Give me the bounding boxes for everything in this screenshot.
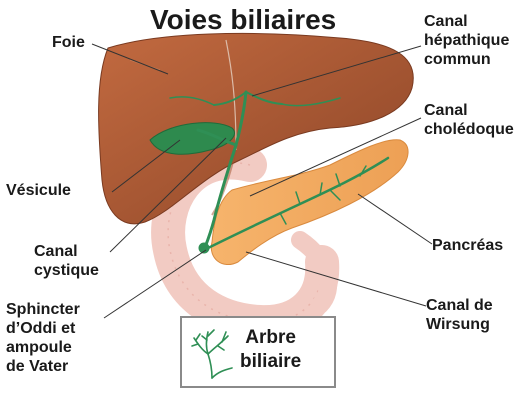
label-vesicule: Vésicule <box>6 182 71 199</box>
label-foie: Foie <box>52 34 85 51</box>
leader-sphincter <box>103 249 207 319</box>
label-canal-wirsung: Canal de Wirsung <box>426 297 493 333</box>
leader-vesicule <box>111 139 181 193</box>
leader-pancreas <box>357 193 433 245</box>
legend-box: Arbre biliaire <box>180 316 336 388</box>
label-canal-choledoque: Canal cholédoque <box>424 102 514 138</box>
leader-lines <box>91 43 433 319</box>
biliary-tree-icon <box>191 329 233 379</box>
label-sphincter: Sphincter d’Oddi et ampoule de Vater <box>6 301 80 375</box>
diagram-title: Voies biliaires <box>150 4 337 35</box>
label-canal-hepatique: Canal hépathique commun <box>424 13 510 68</box>
liver <box>98 32 414 225</box>
leader-canal-wirsung <box>245 251 427 307</box>
label-canal-cystique: Canal cystique <box>34 243 99 279</box>
legend-label: Arbre biliaire <box>240 327 302 372</box>
biliary-ducts <box>169 90 390 254</box>
leader-foie <box>91 43 169 75</box>
leader-canal-hepatique <box>251 45 422 97</box>
leader-canal-cystique <box>109 137 227 253</box>
label-pancreas: Pancréas <box>432 237 504 254</box>
leader-canal-choledoque <box>249 117 422 197</box>
